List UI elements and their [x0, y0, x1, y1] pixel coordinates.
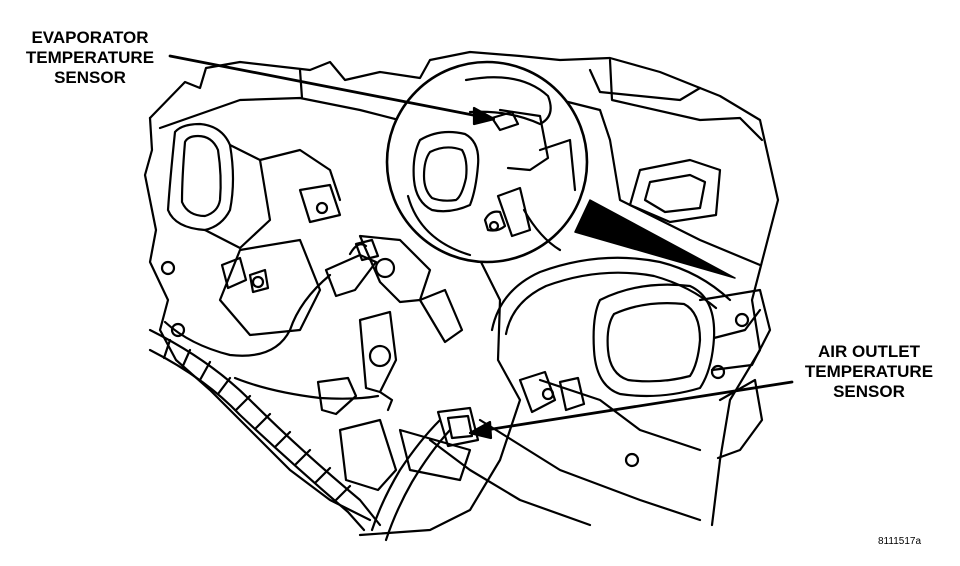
- right-duct-outlet: [592, 283, 762, 398]
- label-line: TEMPERATURE: [804, 362, 934, 381]
- label-line: SENSOR: [54, 68, 126, 87]
- evaporator-sensor-wire: [163, 238, 380, 357]
- magnifier-detail: [385, 60, 589, 264]
- left-duct-outlet: [166, 122, 342, 250]
- evaporator-leader-line: [168, 54, 480, 118]
- air-outlet-arrowhead: [468, 420, 493, 440]
- air-outlet-leader-line: [484, 380, 794, 432]
- figure-code: 8111517a: [878, 536, 922, 547]
- mode-door-lever: [358, 234, 464, 412]
- magnifier-wedge: [574, 199, 736, 279]
- label-line: EVAPORATOR: [31, 28, 149, 47]
- label-line: TEMPERATURE: [25, 48, 155, 67]
- wire-harness-loom: [148, 328, 382, 532]
- label-line: SENSOR: [833, 382, 905, 401]
- leader-lines: [168, 54, 794, 440]
- evaporator-arrowhead: [472, 106, 496, 126]
- air-outlet-temperature-sensor-label: AIR OUTLET TEMPERATURE SENSOR: [790, 342, 948, 402]
- sensor-hose-loop: [490, 256, 732, 414]
- center-housing-details: [160, 183, 726, 468]
- hvac-housing: [143, 50, 780, 527]
- air-outlet-sensor-wire: [233, 376, 480, 542]
- label-line: AIR OUTLET: [818, 342, 920, 361]
- evaporator-temperature-sensor-label: EVAPORATOR TEMPERATURE SENSOR: [16, 28, 164, 88]
